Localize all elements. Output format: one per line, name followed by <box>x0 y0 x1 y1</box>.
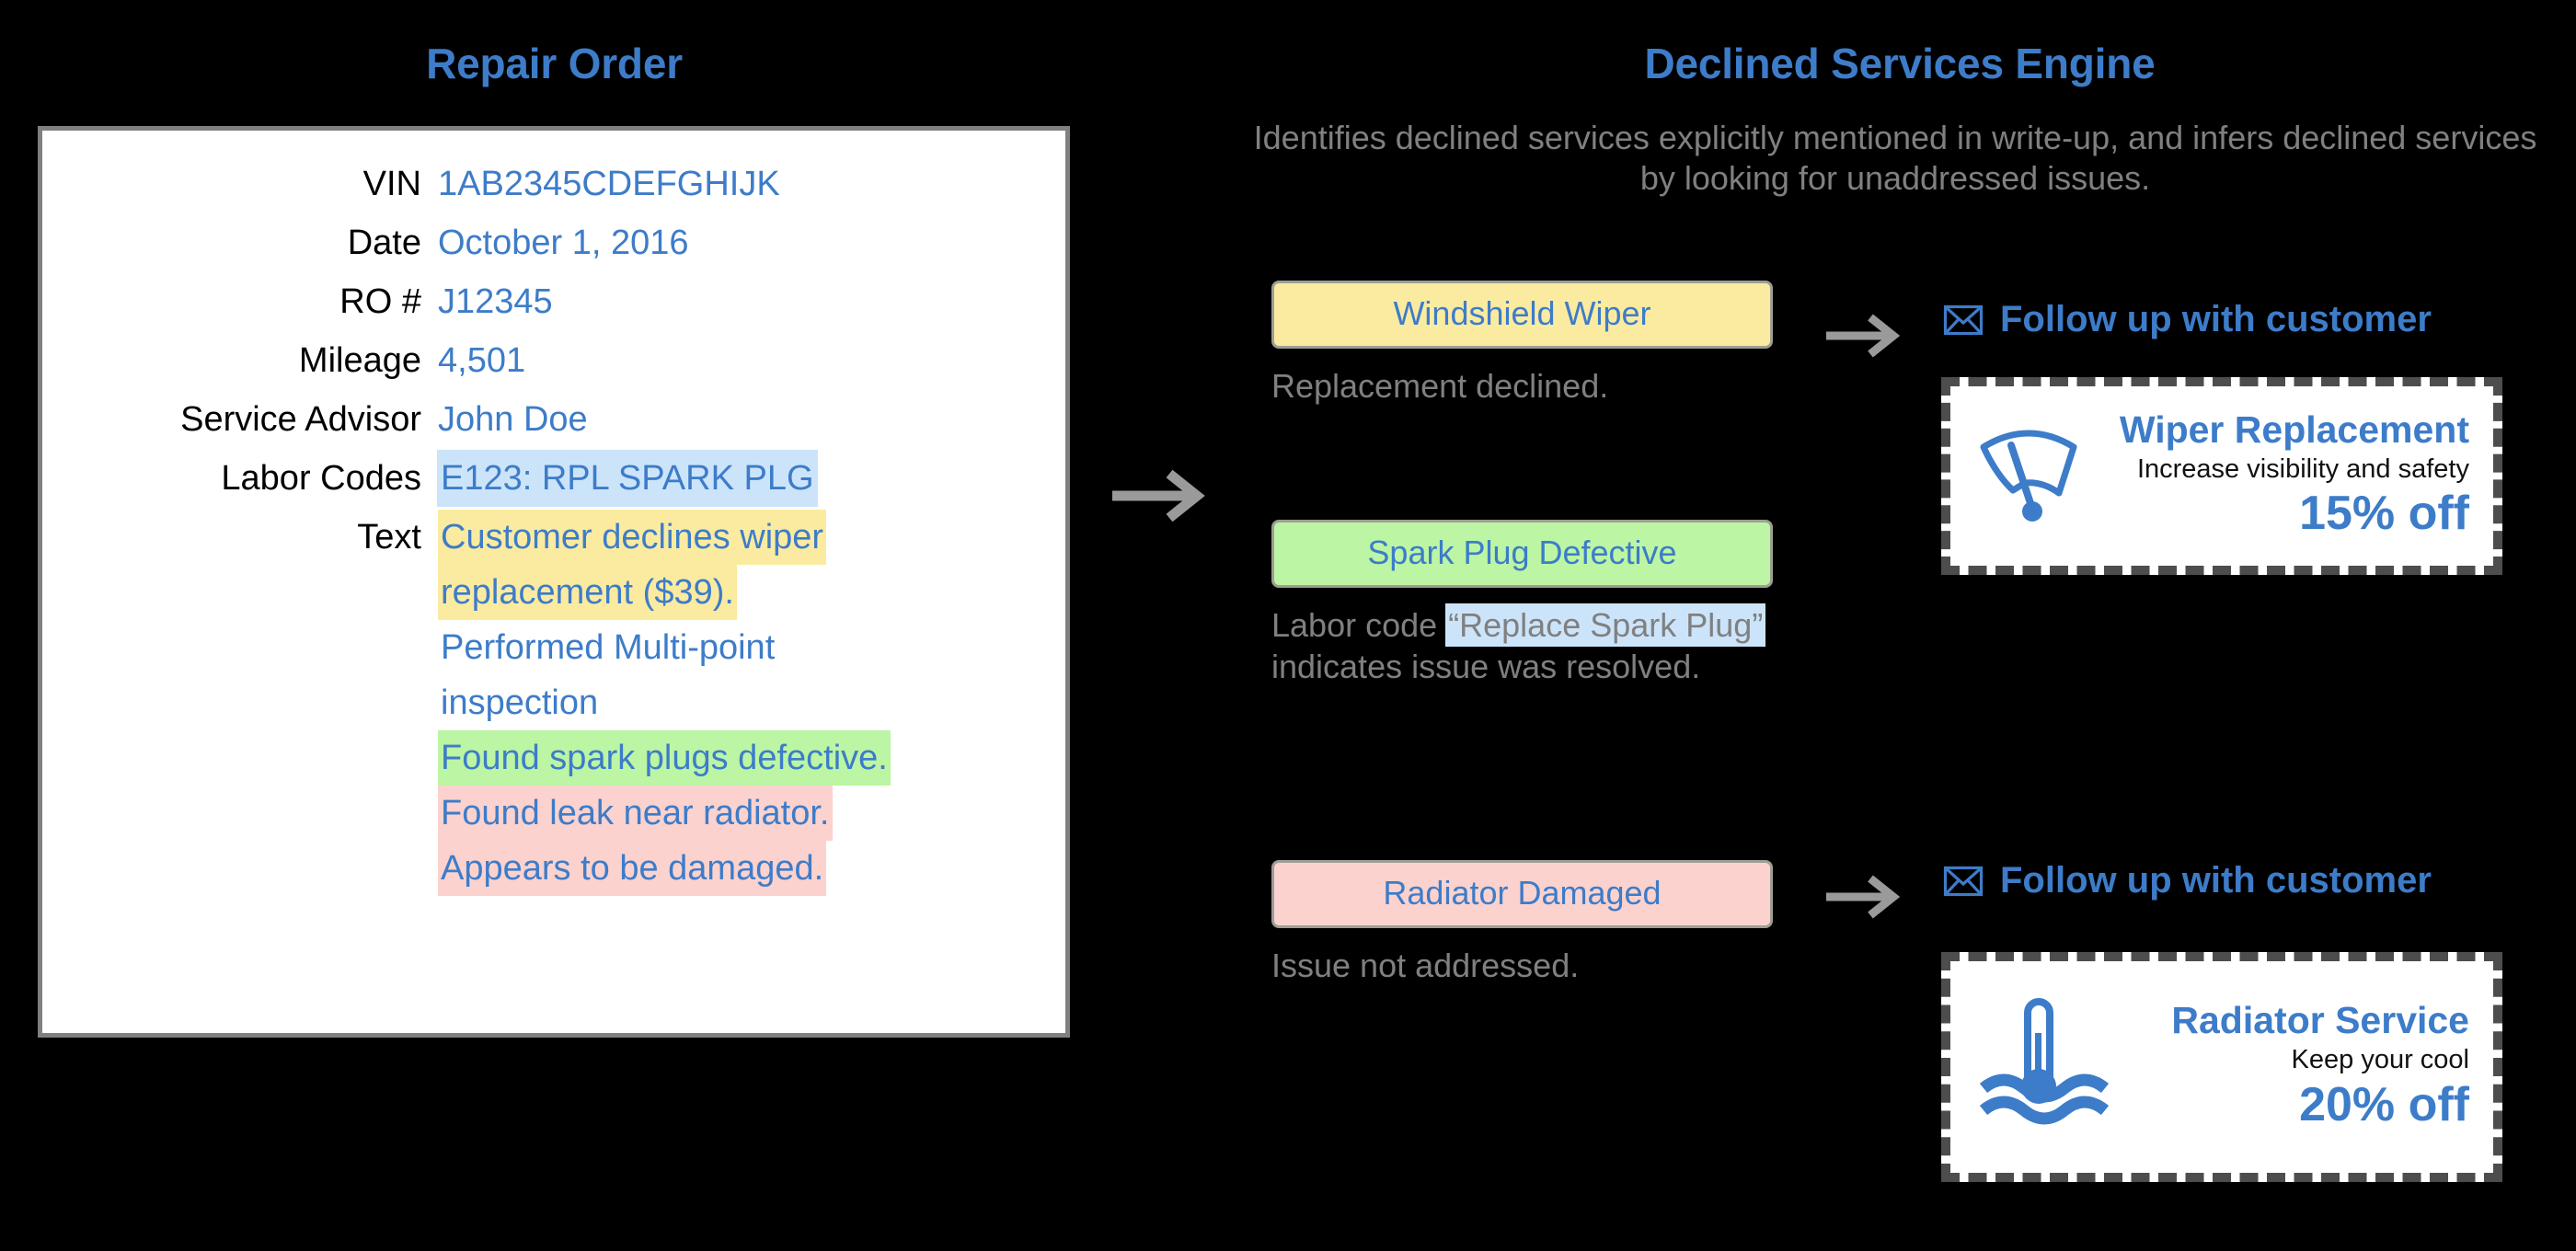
field-label: Text <box>357 518 421 557</box>
reason-post: indicates issue was resolved. <box>1271 648 1701 685</box>
service-group-radiator: Radiator Damaged Issue not addressed. <box>1271 860 1860 986</box>
service-reason-spark-plug: Labor code “Replace Spark Plug” indicate… <box>1271 604 1846 687</box>
service-chip-radiator-damaged[interactable]: Radiator Damaged <box>1271 860 1773 928</box>
text-line: replacement ($39). <box>438 565 737 620</box>
field-value: October 1, 2016 <box>438 224 689 262</box>
envelope-icon <box>1943 304 1984 335</box>
text-line: Found leak near radiator. <box>438 786 833 841</box>
service-group-spark-plug: Spark Plug Defective Labor code “Replace… <box>1271 520 1860 687</box>
coupon-title: Radiator Service <box>2171 999 2469 1042</box>
field-row-date: Date October 1, 2016 <box>42 215 1065 270</box>
text-line: Customer declines wiper <box>438 510 827 565</box>
declined-services-engine-title: Declined Services Engine <box>1644 40 2156 87</box>
field-label: Labor Codes <box>221 459 421 498</box>
text-line: Appears to be damaged. <box>438 841 827 896</box>
text-line: Found spark plugs defective. <box>438 730 891 786</box>
engine-description: Identifies declined services explicitly … <box>1253 119 2537 197</box>
arrow-right-icon <box>1826 875 1901 919</box>
field-label: RO # <box>339 282 421 321</box>
service-group-windshield-wiper: Windshield Wiper Replacement declined. <box>1271 281 1860 407</box>
field-label: VIN <box>362 165 421 203</box>
repair-order-card: VIN 1AB2345CDEFGHIJK Date October 1, 201… <box>38 126 1070 1038</box>
flow-arrow-icon <box>1112 469 1205 522</box>
field-value: John Doe <box>438 400 588 439</box>
text-line: inspection <box>441 683 599 722</box>
reason-quote: “Replace Spark Plug” <box>1446 604 1765 646</box>
field-row-vin: VIN 1AB2345CDEFGHIJK <box>42 156 1065 212</box>
coupon-subtitle: Keep your cool <box>2291 1045 2469 1075</box>
field-value: 1AB2345CDEFGHIJK <box>438 165 780 203</box>
field-row-labor-codes: Labor Codes E123: RPL SPARK PLG <box>42 451 1065 506</box>
repair-order-field-list: VIN 1AB2345CDEFGHIJK Date October 1, 201… <box>42 156 1065 900</box>
field-row-service-advisor: Service Advisor John Doe <box>42 392 1065 447</box>
text-line: Performed Multi-point <box>441 628 776 667</box>
field-value: J12345 <box>438 282 553 321</box>
thermometer-water-icon <box>1979 998 2110 1125</box>
service-chip-spark-plug-defective[interactable]: Spark Plug Defective <box>1271 520 1773 588</box>
field-value-text: Customer declines wiper replacement ($39… <box>438 510 891 896</box>
service-chip-windshield-wiper[interactable]: Windshield Wiper <box>1271 281 1773 349</box>
reason-pre: Labor code <box>1271 606 1447 644</box>
followup-label: Follow up with customer <box>2000 299 2432 339</box>
coupon-radiator-service[interactable]: Radiator Service Keep your cool 20% off <box>1941 952 2502 1182</box>
envelope-icon <box>1943 866 1984 896</box>
coupon-subtitle: Increase visibility and safety <box>2136 453 2469 484</box>
coupon-offer: 20% off <box>2299 1077 2469 1131</box>
coupon-offer: 15% off <box>2299 487 2469 541</box>
field-label: Service Advisor <box>180 400 421 439</box>
field-label: Mileage <box>298 341 421 380</box>
field-value: 4,501 <box>438 341 526 380</box>
coupon-wiper-replacement[interactable]: Wiper Replacement Increase visibility an… <box>1941 377 2502 575</box>
service-reason-radiator: Issue not addressed. <box>1271 947 1580 984</box>
coupon-title: Wiper Replacement <box>2119 407 2469 451</box>
followup-row-windshield-wiper[interactable]: Follow up with customer <box>1943 299 2432 340</box>
followup-row-radiator[interactable]: Follow up with customer <box>1943 860 2432 901</box>
field-value: E123: RPL SPARK PLG <box>438 451 817 506</box>
field-row-mileage: Mileage 4,501 <box>42 333 1065 388</box>
coupon-body: Wiper Replacement Increase visibility an… <box>2092 407 2469 541</box>
wiper-icon <box>1980 430 2077 522</box>
field-row-ro-number: RO # J12345 <box>42 274 1065 329</box>
coupon-body: Radiator Service Keep your cool 20% off <box>2131 1000 2469 1130</box>
service-reason-windshield-wiper: Replacement declined. <box>1271 367 1609 405</box>
field-row-text: Text Customer declines wiper replacement… <box>42 510 1065 896</box>
followup-label: Follow up with customer <box>2000 860 2432 901</box>
arrow-right-icon <box>1826 314 1901 358</box>
labor-code-highlight: E123: RPL SPARK PLG <box>438 451 817 506</box>
repair-order-title: Repair Order <box>426 40 683 87</box>
field-label: Date <box>347 224 421 262</box>
